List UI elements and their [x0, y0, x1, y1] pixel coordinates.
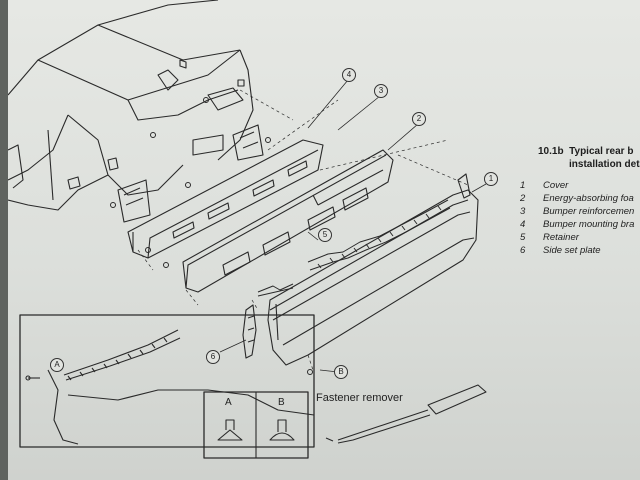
legend-label-6: Side set plate	[543, 245, 601, 256]
legend-label-1: Cover	[543, 180, 569, 191]
fastener-remover-label: Fastener remover	[316, 392, 403, 404]
energy-absorbing-foam	[182, 149, 394, 293]
fastener-b-icon	[269, 432, 295, 441]
legend-num-3: 3	[520, 206, 526, 217]
legend-label-5: Retainer	[543, 232, 579, 243]
callout-5: 5	[318, 228, 332, 242]
legend-label-3: Bumper reinforcemen	[543, 206, 635, 217]
exploded-bumper-diagram	[8, 0, 487, 459]
manual-page: 4 3 2 1 5 6 A B A B Fastener remover 10.…	[8, 0, 640, 480]
legend-num-1: 1	[520, 180, 526, 191]
fastener-type-box	[203, 391, 309, 459]
fastener-remover-icon	[325, 384, 487, 444]
alignment-lines	[137, 89, 469, 371]
legend-label-4: Bumper mounting bra	[543, 219, 635, 230]
legend-label-2: Energy-absorbing foa	[543, 193, 634, 204]
figure-title: Typical rear b	[569, 146, 634, 157]
callout-2: 2	[412, 112, 426, 126]
callout-6: 6	[206, 350, 220, 364]
fastener-a-icon	[217, 429, 243, 441]
callout-4: 4	[342, 68, 356, 82]
legend-num-2: 2	[520, 193, 526, 204]
fastener-a-label: A	[225, 397, 232, 408]
inset-detail	[19, 314, 315, 448]
legend-num-6: 6	[520, 245, 526, 256]
figure-caption-line1: 10.1b Typical rear b	[538, 146, 633, 157]
callout-1: 1	[484, 172, 498, 186]
side-set-plate	[242, 173, 471, 359]
leader-lines	[219, 79, 487, 373]
callout-3: 3	[374, 84, 388, 98]
fastener-b-label: B	[278, 397, 285, 408]
figure-caption-line2: installation deta	[569, 159, 640, 170]
bolts	[110, 97, 313, 375]
retainer	[257, 199, 451, 297]
bumper-reinforcement	[127, 139, 324, 259]
legend-num-5: 5	[520, 232, 526, 243]
car-body-outline	[8, 0, 254, 211]
bumper-cover	[267, 189, 479, 366]
legend-num-4: 4	[520, 219, 526, 230]
callout-a: A	[50, 358, 64, 372]
figure-number: 10.1b	[538, 146, 564, 157]
bumper-mounting-bracket	[117, 124, 264, 223]
callout-b: B	[334, 365, 348, 379]
